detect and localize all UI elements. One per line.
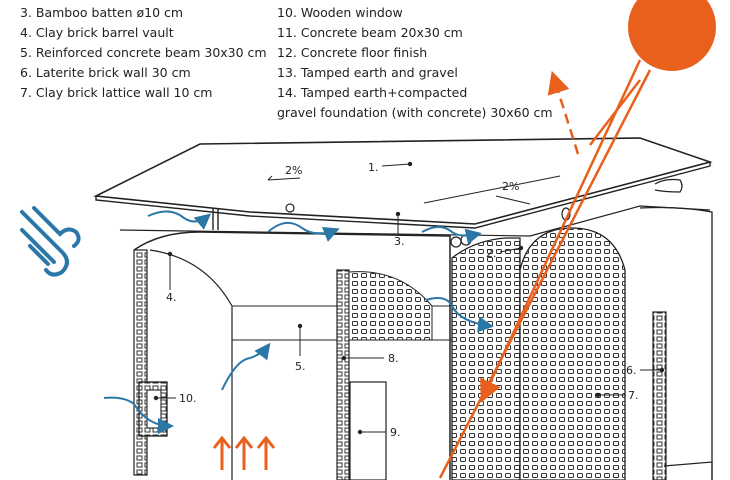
floor-step-right	[663, 461, 713, 480]
callout-label-3: 3.	[394, 235, 405, 248]
callout-label-5: 5.	[295, 360, 306, 373]
legend-item-4: 4. Clay brick barrel vault	[20, 25, 174, 40]
callout-label-2: 2.	[486, 247, 497, 260]
sun-icon	[628, 0, 716, 71]
callout-label-7: 7.	[628, 389, 639, 402]
callout-leader-1	[381, 161, 413, 167]
laterite-brick-wall-right-column	[652, 311, 667, 480]
wind-icon	[20, 206, 81, 277]
roof-slab-edge	[95, 162, 711, 229]
slope-label-roof-right: 2%	[502, 180, 519, 193]
legend-item-3: 3. Bamboo batten ø10 cm	[20, 5, 184, 20]
laterite-brick-wall-right	[639, 206, 713, 480]
bamboo-batten	[654, 178, 683, 193]
sun-ray-arrow	[438, 69, 652, 479]
laterite-brick-column-left	[133, 249, 148, 476]
airflow-arrow-icon	[267, 221, 340, 242]
legend-item-13: 13. Tamped earth and gravel	[277, 65, 458, 80]
bamboo-batten	[285, 203, 295, 213]
callout-label-10: 10.	[179, 392, 197, 405]
clay-brick-lattice-wall-front	[451, 237, 521, 480]
airflow-arrow-icon	[103, 396, 174, 434]
callout-leader-2	[499, 245, 524, 253]
clay-brick-barrel-vault	[149, 249, 233, 480]
slope-indicator-line	[267, 177, 301, 181]
roof-ridge-line	[423, 175, 561, 204]
airflow-arrow-icon	[221, 342, 271, 391]
wooden-door	[349, 381, 387, 480]
legend-item-12: 12. Concrete floor finish	[277, 45, 428, 60]
legend-item-10: 10. Wooden window	[277, 5, 403, 20]
legend-item-11: 11. Concrete beam 20x30 cm	[277, 25, 463, 40]
legend-item-14-cont: gravel foundation (with concrete) 30x60 …	[277, 105, 553, 120]
legend-item-6: 6. Laterite brick wall 30 cm	[20, 65, 191, 80]
lattice-panel-middle	[348, 271, 433, 341]
airflow-arrow-icon	[147, 210, 212, 230]
building-front-wall	[133, 231, 451, 480]
callout-label-4: 4.	[166, 291, 177, 304]
callout-label-1: 1.	[368, 161, 379, 174]
heat-rise-arrow-icon	[212, 435, 276, 470]
legend-item-5: 5. Reinforced concrete beam 30x30 cm	[20, 45, 267, 60]
clay-brick-lattice-wall-oval	[519, 227, 626, 480]
callout-label-9: 9.	[390, 426, 401, 439]
airflow-arrow-icon	[425, 297, 494, 333]
roof-slab	[93, 137, 713, 225]
legend-item-7: 7. Clay brick lattice wall 10 cm	[20, 85, 213, 100]
sun-ray-arrow	[589, 79, 641, 146]
callout-label-6: 6.	[626, 364, 637, 377]
slope-indicator-arrow	[267, 175, 273, 181]
slope-indicator-line	[495, 195, 531, 205]
reflected-ray-arrow	[547, 70, 580, 155]
bamboo-batten	[450, 236, 462, 248]
slope-label-roof-left: 2%	[285, 164, 302, 177]
callout-label-8: 8.	[388, 352, 399, 365]
airflow-arrow-icon	[421, 226, 482, 245]
legend-item-14: 14. Tamped earth+compacted	[277, 85, 468, 100]
laterite-brick-column-middle	[336, 269, 350, 480]
